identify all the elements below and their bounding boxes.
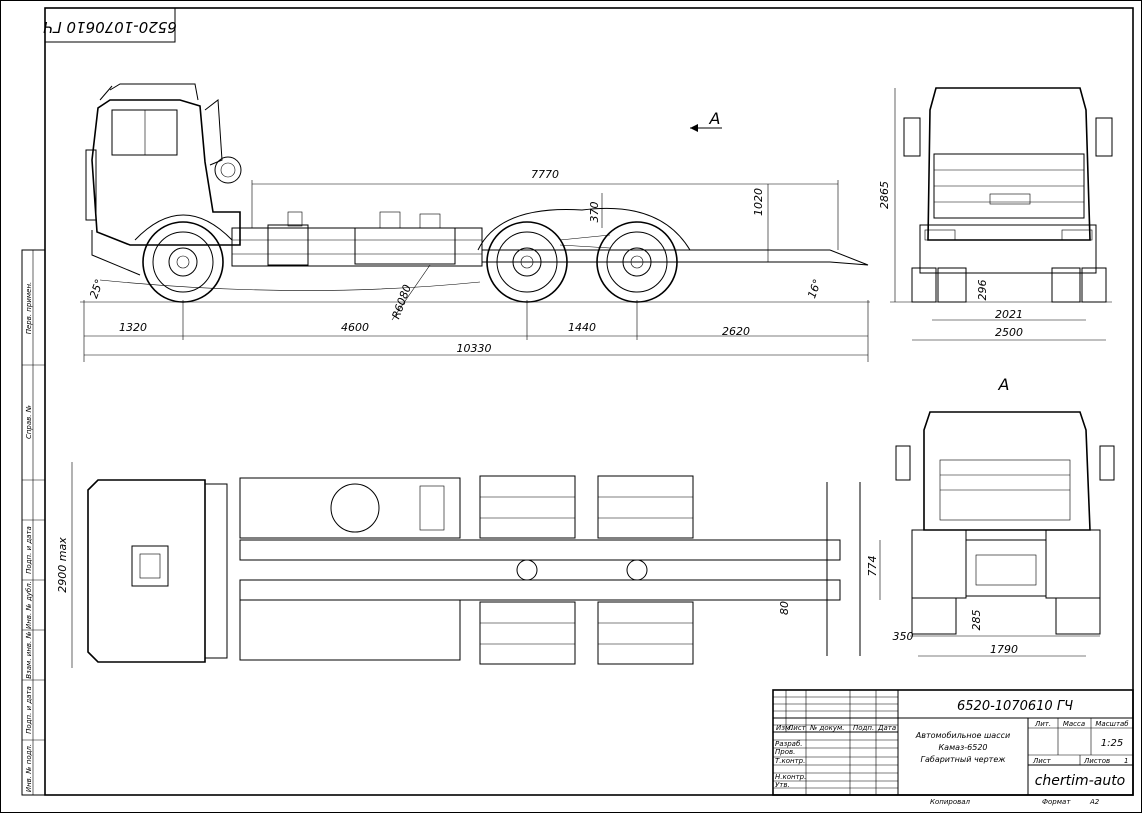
lit-label: Лит.: [1034, 720, 1051, 728]
side-view: 7770 370 1020 R6080 25° 16° 1320 4600 14…: [80, 83, 870, 362]
dim-1320: 1320: [119, 321, 147, 334]
row-prov: Пров.: [775, 748, 795, 756]
title-name-1: Автомобильное шасси: [915, 731, 1010, 740]
strip-podl: Инв. № подл.: [25, 744, 33, 792]
dim-1020: 1020: [752, 188, 765, 216]
dim-350: 350: [893, 630, 914, 643]
mirrored-code-box: 6520-1070610 ГЧ: [43, 7, 177, 43]
hdr-list: Лист: [787, 724, 807, 732]
sheets-label: Листов: [1083, 757, 1110, 765]
hdr-podp: Подп.: [853, 724, 874, 732]
front-view: 2865 296 2021 2500: [878, 87, 1113, 341]
dim-7770: 7770: [531, 168, 559, 181]
strip-podp1: Подп. и дата: [25, 526, 33, 574]
mirrored-code-text: 6520-1070610 ГЧ: [43, 18, 177, 36]
rear-view: 350 285 1790: [893, 411, 1115, 657]
dim-1790: 1790: [990, 643, 1018, 656]
dim-285: 285: [970, 610, 983, 631]
sheets-value: 1: [1124, 757, 1128, 765]
mass-label: Масса: [1063, 720, 1085, 728]
dim-10330: 10330: [457, 342, 492, 355]
title-code: 6520-1070610 ГЧ: [957, 699, 1073, 714]
rear-view-label-a: А: [998, 375, 1010, 394]
dim-2500: 2500: [995, 326, 1023, 339]
dim-774: 774: [866, 556, 879, 577]
title-block: 6520-1070610 ГЧ Автомобильное шасси Кама…: [772, 689, 1134, 806]
hdr-data: Дата: [877, 724, 896, 732]
dim-1440: 1440: [568, 321, 596, 334]
strip-dubl: Инв. № дубл.: [25, 581, 33, 629]
title-name-2: Камаз-6520: [938, 743, 987, 752]
strip-perv: Перв. примен.: [25, 282, 33, 335]
dim-2865: 2865: [878, 181, 891, 209]
dim-370: 370: [588, 202, 601, 223]
hdr-dokum: № докум.: [809, 724, 845, 732]
top-view: 2900 max 80 774: [56, 462, 881, 668]
format-value: А2: [1089, 798, 1100, 806]
sheet-label: Лист: [1032, 757, 1052, 765]
row-utv: Утв.: [775, 781, 790, 789]
left-strip: Перв. примен. Справ. № Подп. и дата Инв.…: [21, 249, 46, 796]
row-tkontr: Т.контр.: [775, 757, 805, 765]
hdr-izm: Изм.: [776, 724, 792, 732]
scale-value: 1:25: [1101, 738, 1123, 749]
dim-2021: 2021: [995, 308, 1023, 321]
dim-16deg: 16°: [805, 277, 824, 300]
scale-label: Масштаб: [1095, 720, 1129, 728]
dim-80: 80: [778, 601, 791, 615]
dim-4600: 4600: [341, 321, 369, 334]
view-arrow-a: А: [709, 109, 721, 128]
title-name-3: Габаритный чертеж: [921, 755, 1007, 764]
dim-2620: 2620: [722, 325, 750, 338]
strip-sprav: Справ. №: [25, 405, 33, 439]
org-name: chertim-auto: [1035, 773, 1126, 789]
dim-2900max: 2900 max: [56, 537, 69, 593]
dim-25deg: 25°: [87, 277, 106, 300]
format-label: Формат: [1042, 798, 1071, 806]
row-razrab: Разраб.: [775, 740, 803, 748]
row-nkontr: Н.контр.: [775, 773, 806, 781]
strip-podp2: Подп. и дата: [25, 686, 33, 734]
dim-296: 296: [976, 280, 989, 301]
strip-vzam: Взам. инв. №: [25, 631, 33, 679]
copied-label: Копировал: [930, 798, 971, 806]
